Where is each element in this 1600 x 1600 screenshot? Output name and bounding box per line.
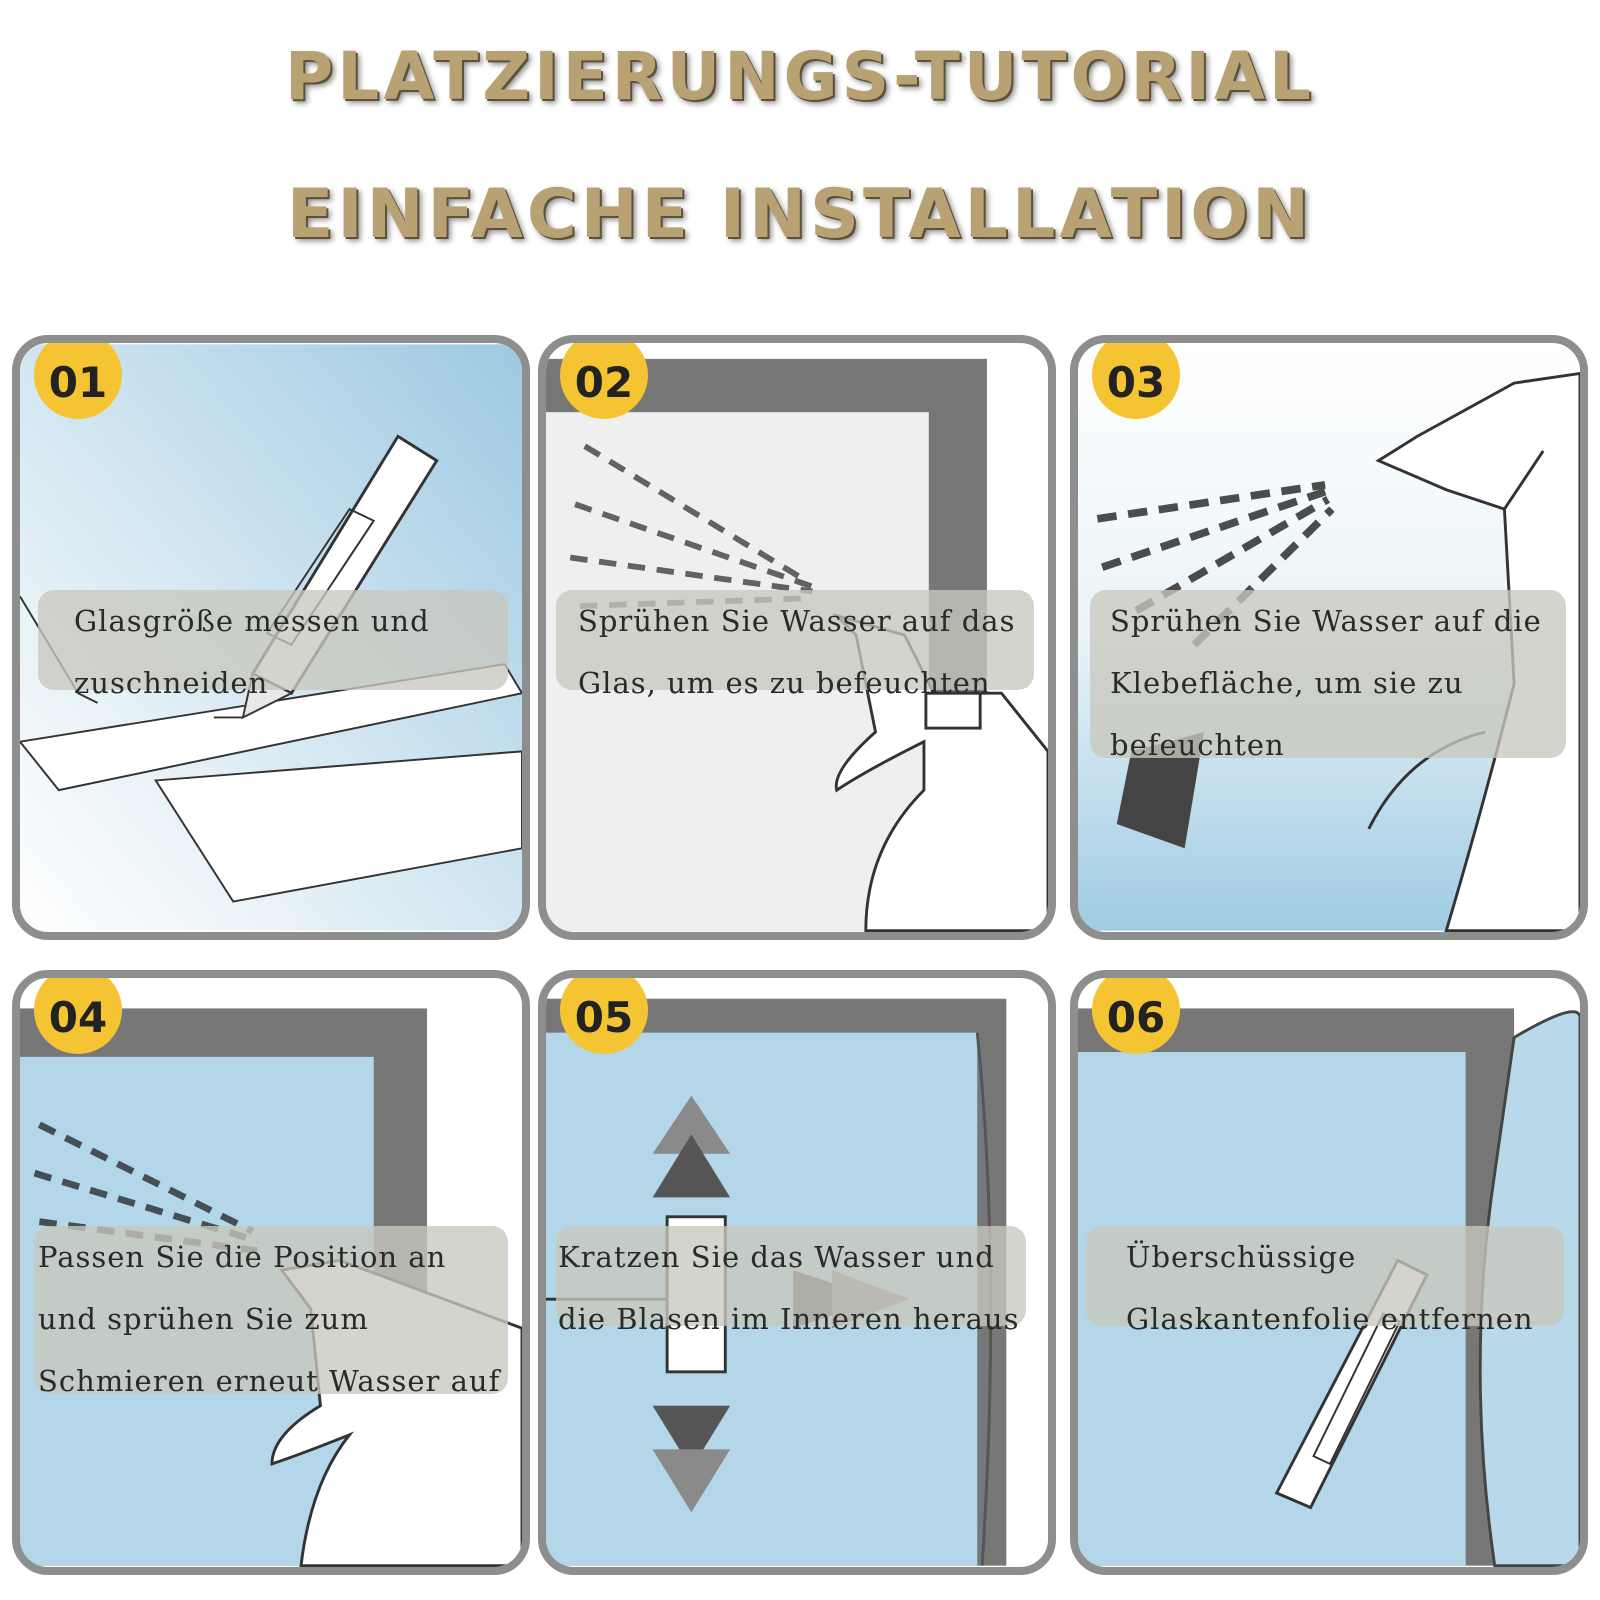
step-panel-06: 06 Überschüssige Glaskantenfolie entfern… xyxy=(1070,970,1588,1575)
down-arrow-icon xyxy=(652,1405,731,1513)
step-panel-02: 02 Sprühen Sie Wasser auf das Glas, um e… xyxy=(538,335,1056,940)
page-title: PLATZIERUNGS-TUTORIAL xyxy=(284,38,1316,115)
caption-line: zuschneiden xyxy=(74,666,269,700)
step-panel-05: 05 Kratzen Sie das Wasser und die Blasen… xyxy=(538,970,1056,1575)
caption-line: und sprühen Sie zum xyxy=(38,1302,369,1336)
caption-line: Glaskantenfolie entfernen xyxy=(1126,1302,1534,1336)
caption-line: Glasgröße messen und xyxy=(74,604,430,638)
page-subtitle: EINFACHE INSTALLATION xyxy=(286,175,1314,254)
step-number-badge: 05 xyxy=(560,978,648,1054)
caption-line: die Blasen im Inneren heraus xyxy=(558,1302,1020,1336)
step-panel-03: 03 Sprühen Sie Wasser auf die Klebefläch… xyxy=(1070,335,1588,940)
up-arrow-icon xyxy=(652,1095,731,1198)
caption-line: befeuchten xyxy=(1110,728,1285,762)
caption-line: Überschüssige xyxy=(1126,1240,1357,1274)
caption-line: Kratzen Sie das Wasser und xyxy=(558,1240,995,1274)
step-number-badge: 06 xyxy=(1092,978,1180,1054)
step-panel-01: 01 Glasgröße messen und zuschneiden xyxy=(12,335,530,940)
step-caption: Sprühen Sie Wasser auf die Klebefläche, … xyxy=(1090,590,1566,762)
step-caption: Überschüssige Glaskantenfolie entfernen xyxy=(1086,1226,1564,1336)
step-caption: Kratzen Sie das Wasser und die Blasen im… xyxy=(556,1226,1026,1336)
step-panel-04: 04 Passen Sie die Position an und sprühe… xyxy=(12,970,530,1575)
step-caption: Passen Sie die Position an und sprühen S… xyxy=(34,1226,508,1398)
caption-line: Glas, um es zu befeuchten xyxy=(578,666,991,700)
step-number-badge: 04 xyxy=(34,978,122,1054)
step-caption: Glasgröße messen und zuschneiden xyxy=(38,590,508,700)
caption-line: Schmieren erneut Wasser auf xyxy=(38,1364,501,1398)
step-caption: Sprühen Sie Wasser auf das Glas, um es z… xyxy=(556,590,1034,700)
spray-bottle-icon xyxy=(831,612,1048,932)
caption-line: Sprühen Sie Wasser auf das xyxy=(578,604,1016,638)
step-number-badge: 01 xyxy=(34,343,122,419)
step-number-badge: 03 xyxy=(1092,343,1180,419)
caption-line: Passen Sie die Position an xyxy=(38,1240,447,1274)
caption-line: Sprühen Sie Wasser auf die xyxy=(1110,604,1542,638)
step-number-badge: 02 xyxy=(560,343,648,419)
caption-line: Klebefläche, um sie zu xyxy=(1110,666,1464,700)
